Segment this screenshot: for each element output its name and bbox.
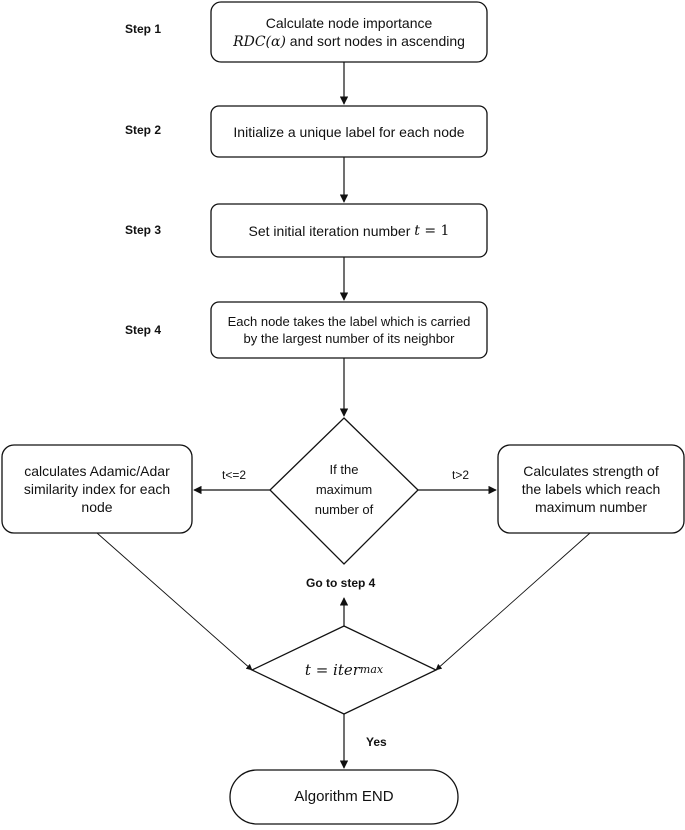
step-label-4: Step 4 xyxy=(125,323,162,337)
box-right-line1: Calculates strength of xyxy=(523,463,659,479)
box-step2 xyxy=(210,105,488,158)
box-step4 xyxy=(210,301,488,359)
arrow-left-diamond2 xyxy=(96,532,253,671)
decision-1-text: If the maximum number of xyxy=(290,452,398,528)
decision-2-sub: max xyxy=(359,663,384,676)
iteration-var: t xyxy=(414,222,420,239)
end-terminal xyxy=(229,769,459,825)
rdc-formula: RDC(α) xyxy=(233,33,286,50)
box-step1-line1: Calculate node importance xyxy=(265,14,433,31)
end-terminal-text: Algorithm END xyxy=(294,788,394,805)
decision-1-line3: number of xyxy=(314,502,374,517)
box-left-line2: similarity index for each xyxy=(23,481,171,497)
decision-1-line2: maximum xyxy=(315,482,373,497)
box-step4-text: Each node takes the label which is carri… xyxy=(211,302,487,358)
box-step1-text: Calculate node importance RDC(α) and sor… xyxy=(211,2,487,62)
box-step1 xyxy=(210,1,488,63)
box-left-line3: node xyxy=(81,499,113,515)
arrow-right-diamond2 xyxy=(435,532,591,671)
box-step2-text: Initialize a unique label for each node xyxy=(233,123,465,140)
box-right-line2: the labels which reach xyxy=(521,481,661,497)
edge-label-left: t<=2 xyxy=(222,468,247,482)
iteration-eq: = 1 xyxy=(419,222,450,239)
decision-2-rhs: iter xyxy=(333,661,360,679)
box-step1-line2: RDC(α) and sort nodes in ascending xyxy=(233,32,465,51)
step-label-2: Step 2 xyxy=(125,123,162,137)
step-label-3: Step 3 xyxy=(125,223,162,237)
box-left-text: calculates Adamic/Adar similarity index … xyxy=(2,445,192,533)
edge-label-yes: Yes xyxy=(366,735,387,749)
box-step1-line2-rest: and sort nodes in ascending xyxy=(285,32,465,49)
step-label-1: Step 1 xyxy=(125,22,162,36)
edge-label-loop: Go to step 4 xyxy=(306,576,376,590)
box-left-line1: calculates Adamic/Adar xyxy=(24,463,170,479)
decision-2-lhs: t xyxy=(304,661,311,679)
decision-1-line1: If the xyxy=(329,462,359,477)
decision-2-eq: = xyxy=(310,661,334,679)
box-step4-line2: by the largest number of its neighbor xyxy=(243,331,455,346)
box-step3-label: Set initial iteration number xyxy=(248,222,415,239)
box-step4-line1: Each node takes the label which is carri… xyxy=(227,314,471,329)
decision-diamond-1 xyxy=(269,417,419,565)
box-right xyxy=(497,444,685,534)
box-step3 xyxy=(210,203,488,258)
box-right-line3: maximum number xyxy=(534,499,648,515)
edge-label-right: t>2 xyxy=(452,468,470,482)
box-right-text: Calculates strength of the labels which … xyxy=(498,445,684,533)
box-step3-text: Set initial iteration number t = 1 xyxy=(211,204,487,257)
